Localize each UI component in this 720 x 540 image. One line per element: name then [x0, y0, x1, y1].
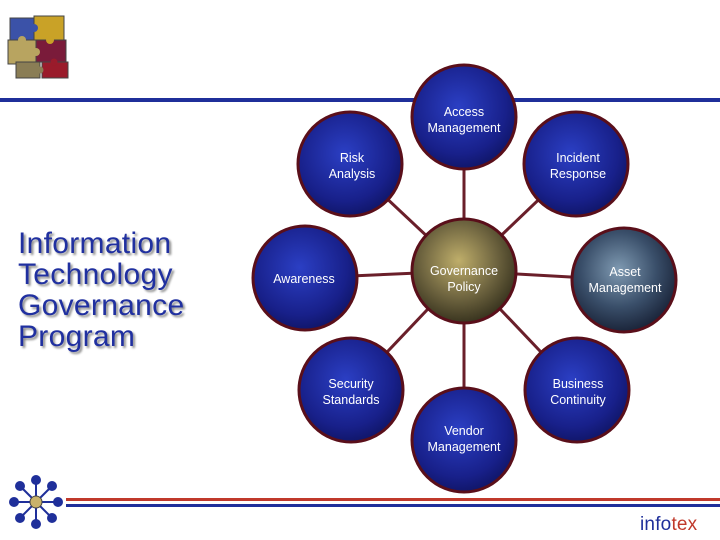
label-line: Continuity: [550, 393, 606, 407]
network-icon: [9, 475, 63, 529]
node-label-security: Security Standards: [291, 376, 411, 408]
label-line: Management: [588, 281, 662, 295]
brand-part1: info: [640, 514, 672, 535]
node-label-asset: Asset Management: [565, 264, 685, 296]
label-line: Awareness: [273, 272, 335, 286]
title-line: Information: [18, 227, 172, 260]
label-line: Management: [427, 121, 501, 135]
label-line: Standards: [322, 393, 380, 407]
blue-rule: [66, 504, 720, 507]
node-vendor: [410, 386, 518, 494]
rule-gap: [66, 501, 720, 504]
page-title: Information Technology Governance Progra…: [18, 228, 238, 352]
brand-logo: infotex: [640, 514, 697, 536]
label-line: Asset: [609, 265, 641, 279]
node-center: [410, 217, 518, 325]
title-line: Technology: [18, 258, 173, 291]
node-label-center: Governance Policy: [404, 263, 524, 295]
label-line: Business: [552, 377, 604, 391]
node-label-risk: Risk Analysis: [292, 150, 412, 182]
node-awareness: [251, 224, 359, 332]
red-rule: [66, 498, 720, 501]
label-line: Risk: [339, 151, 365, 165]
node-label-awareness: Awareness: [244, 271, 364, 287]
label-line: Analysis: [328, 167, 376, 181]
node-label-incident: Incident Response: [518, 150, 638, 182]
node-risk: [296, 110, 404, 218]
label-line: Access: [443, 105, 485, 119]
node-label-vendor: Vendor Management: [404, 423, 524, 455]
label-line: Incident: [556, 151, 600, 165]
label-line: Response: [549, 167, 607, 181]
node-security: [297, 336, 405, 444]
bottom-divider: [66, 498, 720, 507]
puzzle-logo-icon: [7, 15, 69, 79]
label-line: Vendor: [444, 424, 484, 438]
label-line: Security: [328, 377, 374, 391]
label-line: Policy: [447, 280, 481, 294]
node-label-access: Access Management: [404, 104, 524, 136]
brand-part2: tex: [671, 514, 698, 535]
title-line: Program: [18, 320, 136, 353]
node-continuity: [523, 336, 631, 444]
node-access: [410, 63, 518, 171]
node-incident: [522, 110, 630, 218]
top-divider: [0, 98, 720, 102]
node-label-continuity: Business Continuity: [518, 376, 638, 408]
label-line: Management: [427, 440, 501, 454]
node-asset: [570, 226, 678, 334]
label-line: Governance: [429, 264, 499, 278]
title-line: Governance: [18, 289, 185, 322]
